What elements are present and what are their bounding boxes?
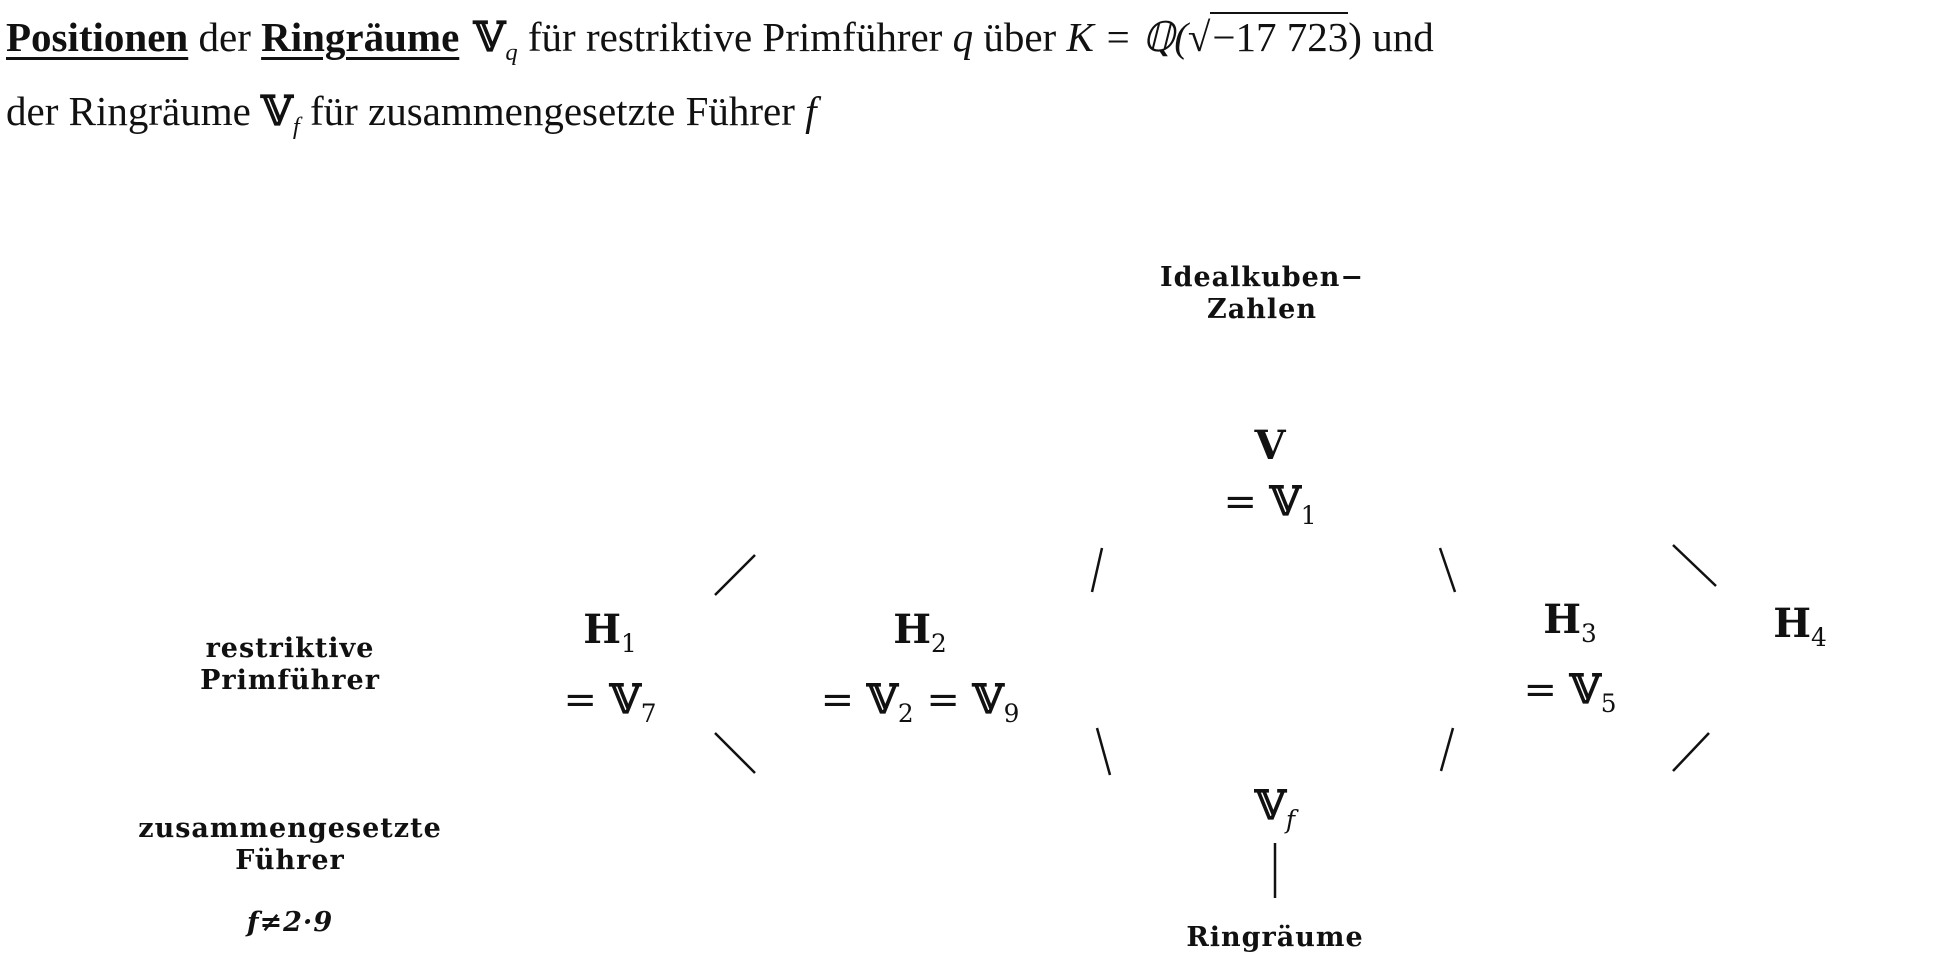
connector-v-h3-upper bbox=[1438, 547, 1457, 593]
node-subscript: 9 bbox=[1003, 699, 1020, 728]
diagram-heading: Positionen der Ringräume 𝕍q für restrikt… bbox=[6, 8, 1956, 156]
heading-line-2: der Ringräume 𝕍f für zusammengesetzte Fü… bbox=[6, 82, 1956, 156]
heading-text: ) und bbox=[1348, 14, 1434, 60]
node-h4: H4 bbox=[1730, 596, 1870, 666]
heading-var-f: f bbox=[805, 88, 817, 135]
connector-vf-h3-lower bbox=[1439, 727, 1455, 772]
heading-radicand: −17 723 bbox=[1210, 12, 1349, 60]
node-v-symbol: 𝕍 bbox=[866, 676, 898, 723]
node-equals: = bbox=[563, 677, 610, 723]
node-equals: = bbox=[820, 677, 867, 723]
node-subscript: 2 bbox=[897, 699, 914, 728]
connector-h1-h2-upper bbox=[714, 554, 756, 596]
node-v-symbol: 𝕍 bbox=[972, 676, 1004, 723]
node-name: H bbox=[1543, 596, 1581, 643]
node-v-symbol: 𝕍 bbox=[1269, 478, 1301, 525]
heading-v-symbol: 𝕍 bbox=[261, 87, 293, 136]
heading-text: für zusammengesetzte Führer bbox=[299, 88, 806, 135]
heading-v-symbol: 𝕍 bbox=[459, 13, 506, 61]
node-subscript: 7 bbox=[640, 699, 657, 728]
heading-text: über bbox=[973, 14, 1067, 60]
label-line: restriktive bbox=[205, 633, 375, 664]
connector-h3-h4-upper bbox=[1672, 544, 1717, 587]
node-v-symbol: 𝕍 bbox=[1569, 666, 1601, 713]
node-subscript: 1 bbox=[1300, 501, 1317, 530]
label-zusammengesetzte-fuehrer: zusammengesetzte Führer bbox=[110, 813, 470, 877]
heading-field: K = ℚ( bbox=[1066, 14, 1188, 60]
connector-h1-h2-lower bbox=[714, 732, 756, 774]
label-line: zusammengesetzte bbox=[138, 813, 442, 844]
heading-v-subscript-q: q bbox=[505, 39, 518, 67]
label-idealkuben-zahlen: Idealkuben− Zahlen bbox=[1122, 262, 1402, 326]
label-restriktive-primfuehrer: restriktive Primführer bbox=[150, 633, 430, 697]
node-subscript: f bbox=[1285, 805, 1296, 834]
node-name: H bbox=[583, 606, 621, 653]
node-subscript: 4 bbox=[1811, 623, 1827, 652]
node-h2: H2 = 𝕍2 = 𝕍9 bbox=[790, 602, 1050, 742]
connector-h3-h4-lower bbox=[1672, 732, 1710, 772]
node-v-symbol: 𝕍 bbox=[609, 676, 641, 723]
heading-var-q: q bbox=[952, 14, 974, 60]
node-h1: H1 = 𝕍7 bbox=[500, 602, 720, 742]
node-name: V bbox=[1254, 422, 1286, 469]
label-ringraeume: Ringräume bbox=[1186, 922, 1364, 953]
connector-h2-vf-lower bbox=[1095, 727, 1112, 776]
node-subscript: 2 bbox=[931, 629, 947, 658]
node-subscript: 5 bbox=[1600, 689, 1617, 718]
node-name: H bbox=[893, 606, 931, 653]
heading-sqrt-sign: √ bbox=[1187, 14, 1211, 60]
node-h3: H3 = 𝕍5 bbox=[1460, 592, 1680, 732]
node-v: V = 𝕍1 bbox=[1140, 418, 1400, 544]
heading-keyword-positionen: Positionen bbox=[6, 14, 189, 60]
label-line: Idealkuben− bbox=[1159, 262, 1365, 293]
node-name: H bbox=[1773, 600, 1811, 647]
node-subscript: 1 bbox=[621, 629, 637, 658]
label-line: Führer bbox=[235, 845, 345, 876]
heading-text: der bbox=[188, 14, 262, 60]
heading-line-1: Positionen der Ringräume 𝕍q für restrikt… bbox=[6, 8, 1956, 82]
node-v-symbol: 𝕍 bbox=[1254, 782, 1286, 829]
heading-text: der Ringräume bbox=[6, 88, 262, 135]
heading-text: für restriktive Primführer bbox=[517, 14, 953, 60]
label-line: Zahlen bbox=[1207, 294, 1317, 325]
node-equals: = bbox=[1523, 667, 1570, 713]
connector-h2-v-upper bbox=[1090, 547, 1104, 593]
node-vf: 𝕍f bbox=[1200, 778, 1350, 848]
label-line: Primführer bbox=[200, 665, 380, 696]
node-subscript: 3 bbox=[1581, 619, 1597, 648]
label-f-condition: f≠2·9 bbox=[246, 907, 334, 938]
node-equals: = bbox=[913, 677, 973, 723]
node-equals: = bbox=[1223, 479, 1270, 525]
heading-keyword-ringraeume: Ringräume bbox=[261, 14, 460, 60]
heading-v-subscript-f: f bbox=[292, 113, 300, 141]
